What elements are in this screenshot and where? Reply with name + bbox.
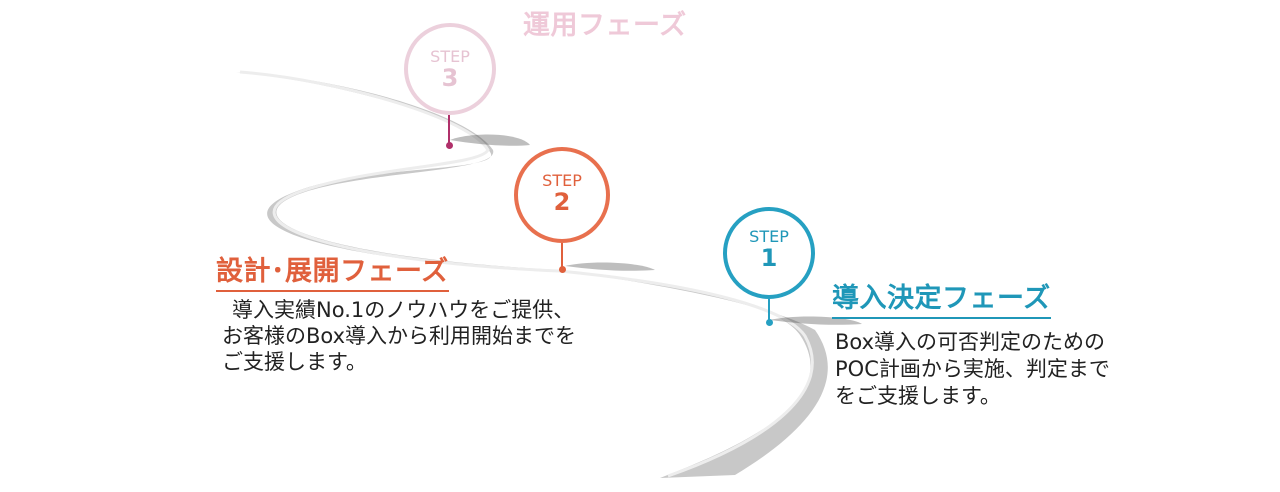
step-3-marker xyxy=(446,142,453,149)
step-1-label: STEP xyxy=(749,227,789,246)
phase-1-description-line: POC計画から実施、判定まで xyxy=(835,357,1110,381)
phase-1-description-line: Box導入の可否判定のための xyxy=(835,330,1106,354)
phase-1-description-line: をご支援します。 xyxy=(835,384,1001,408)
phase-2-description-line: ご支援します。 xyxy=(222,350,367,374)
road-shadow xyxy=(450,134,530,146)
phase-3-title: 運用フェーズ xyxy=(523,10,687,41)
step-1-number: 1 xyxy=(760,244,778,272)
step-2-marker xyxy=(559,266,566,273)
road-shadow xyxy=(565,262,655,271)
road-edge-highlight xyxy=(239,70,814,478)
phase-1-title: 導入決定フェーズ xyxy=(832,283,1051,319)
step-3-stem xyxy=(448,115,450,145)
phase-2-title: 設計･展開フェーズ xyxy=(216,256,449,292)
step-1-stem xyxy=(768,299,770,322)
step-3-label: STEP xyxy=(430,47,470,66)
step-2-label: STEP xyxy=(542,171,582,190)
step-2-number: 2 xyxy=(553,188,571,216)
phase-2-description-line: 導入実績No.1のノウハウをご提供、 xyxy=(232,298,575,322)
step-3-pin: STEP 3 xyxy=(404,23,496,115)
phase-2-description-line: お客様のBox導入から利用開始までを xyxy=(222,324,577,348)
step-1-marker xyxy=(766,319,773,326)
step-2-stem xyxy=(561,243,563,269)
step-3-number: 3 xyxy=(441,64,459,92)
step-2-pin: STEP 2 xyxy=(514,147,610,243)
step-1-pin: STEP 1 xyxy=(723,207,815,299)
